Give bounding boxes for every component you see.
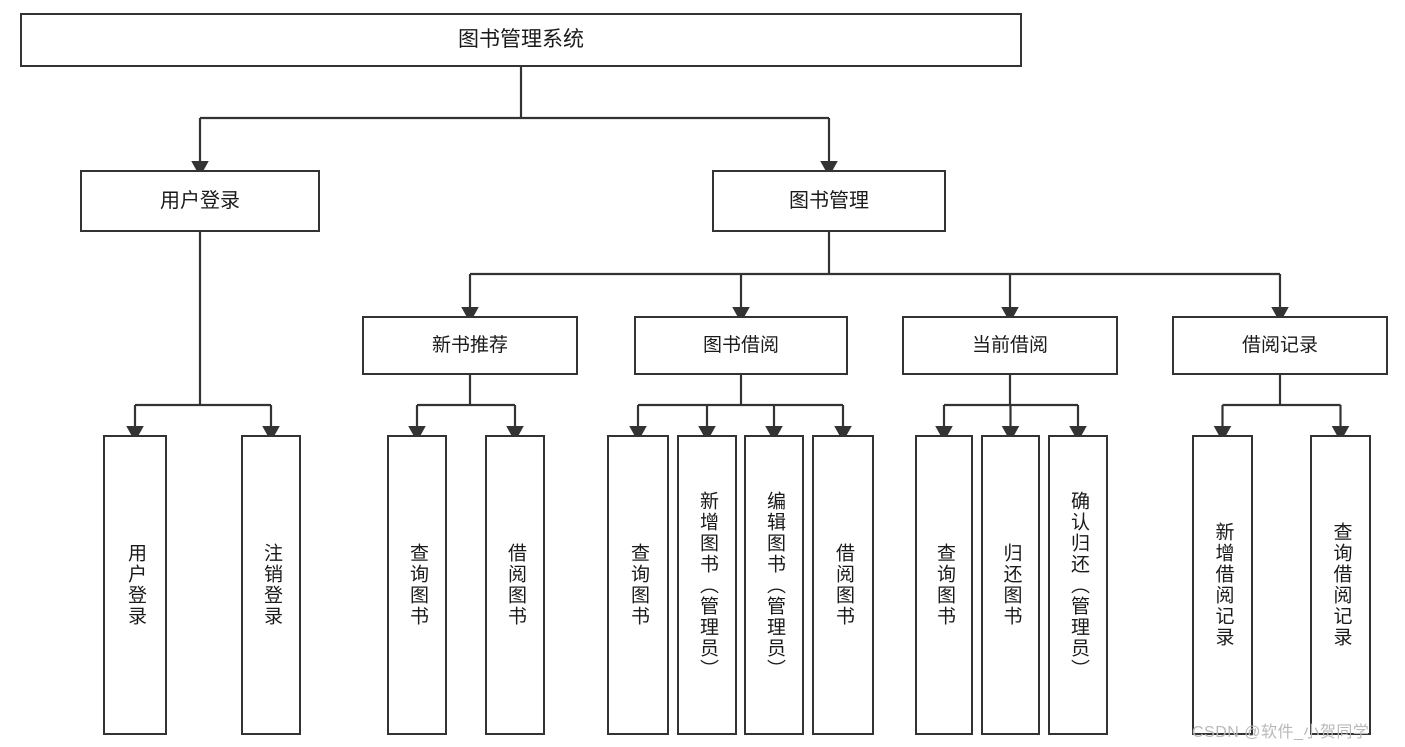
node-leaf-rec-query[interactable]: 查询图书 — [387, 435, 447, 735]
node-label: 新增图书（管理员） — [696, 490, 718, 680]
node-root[interactable]: 图书管理系统 — [20, 13, 1022, 67]
node-current-borrow[interactable]: 当前借阅 — [902, 316, 1118, 375]
node-borrow-record[interactable]: 借阅记录 — [1172, 316, 1388, 375]
node-leaf-rec-borrow[interactable]: 借阅图书 — [485, 435, 545, 735]
node-leaf-logout[interactable]: 注销登录 — [241, 435, 301, 735]
node-leaf-cb-query[interactable]: 查询图书 — [915, 435, 973, 735]
node-label: 查询图书 — [406, 543, 428, 627]
node-label: 确认归还（管理员） — [1067, 490, 1089, 680]
node-label: 图书借阅 — [702, 334, 779, 356]
node-label: 查询图书 — [627, 543, 649, 627]
node-leaf-br-query[interactable]: 查询借阅记录 — [1310, 435, 1371, 735]
node-label: 注销登录 — [260, 543, 282, 627]
node-user-login[interactable]: 用户登录 — [80, 170, 320, 232]
node-leaf-user-login[interactable]: 用户登录 — [103, 435, 167, 735]
node-label: 借阅图书 — [832, 543, 854, 627]
node-label: 新书推荐 — [431, 334, 508, 356]
node-label: 图书管理系统 — [458, 27, 584, 51]
node-leaf-bb-borrow[interactable]: 借阅图书 — [812, 435, 874, 735]
node-new-book-rec[interactable]: 新书推荐 — [362, 316, 578, 375]
node-book-borrow[interactable]: 图书借阅 — [634, 316, 848, 375]
node-leaf-bb-edit[interactable]: 编辑图书（管理员） — [744, 435, 804, 735]
node-label: 查询图书 — [933, 543, 955, 627]
node-leaf-cb-return[interactable]: 归还图书 — [981, 435, 1040, 735]
node-label: 查询借阅记录 — [1330, 522, 1352, 648]
node-leaf-cb-confirm[interactable]: 确认归还（管理员） — [1048, 435, 1108, 735]
node-leaf-bb-add[interactable]: 新增图书（管理员） — [677, 435, 737, 735]
node-label: 新增借阅记录 — [1212, 522, 1234, 648]
watermark-label: CSDN @软件_小贺同学 — [1192, 724, 1370, 741]
node-label: 用户登录 — [160, 189, 240, 212]
node-label: 归还图书 — [1000, 543, 1022, 627]
node-label: 借阅图书 — [504, 543, 526, 627]
node-label: 借阅记录 — [1241, 334, 1318, 356]
node-label: 编辑图书（管理员） — [763, 490, 785, 680]
node-leaf-bb-query[interactable]: 查询图书 — [607, 435, 669, 735]
node-label: 图书管理 — [789, 189, 869, 212]
node-book-manage[interactable]: 图书管理 — [712, 170, 946, 232]
node-label: 用户登录 — [124, 543, 146, 627]
node-label: 当前借阅 — [971, 334, 1048, 356]
node-leaf-br-add[interactable]: 新增借阅记录 — [1192, 435, 1253, 735]
